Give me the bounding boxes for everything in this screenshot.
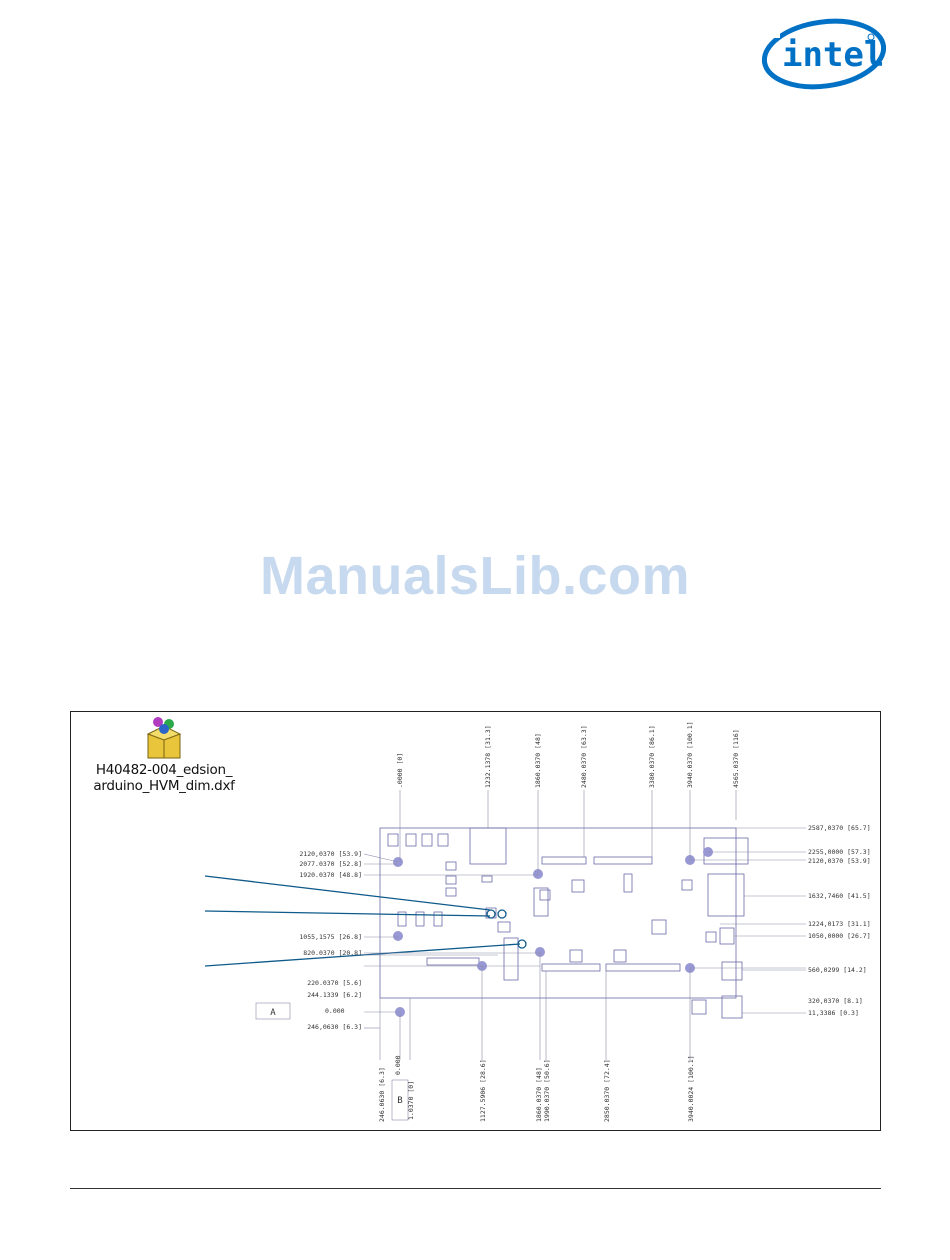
dimension-label-left-0: 2120,0370 [53.9] (299, 850, 362, 858)
dimension-label-left-1: 2077.0370 [52.8] (299, 860, 362, 868)
dimension-label-bottom-5: 1990.0370 [50.6] (543, 1059, 551, 1122)
dimension-label-top-6: 4565.0370 [116] (732, 729, 740, 788)
dimension-label-right-2: 2120,0370 [53.9] (808, 857, 871, 865)
dimension-label-top-4: 3380.0370 [86.1] (648, 725, 656, 788)
callout-leader-1 (204, 875, 491, 911)
dimension-label-right-8: 11,3386 [0.3] (808, 1009, 859, 1017)
file-name-label[interactable]: H40482-004_edsion_ arduino_HVM_dim.dxf (78, 762, 250, 794)
dimension-label-left-8: 246,0630 [6.3] (307, 1023, 362, 1031)
callout-leader-3 (204, 943, 521, 967)
dimension-label-right-4: 1224,0173 [31.1] (808, 920, 871, 928)
dimension-label-right-1: 2255,0000 [57.3] (808, 848, 871, 856)
dimension-label-top-3: 2480.0370 [63.3] (580, 725, 588, 788)
dimension-label-bottom-1: 0.000 (394, 1055, 402, 1075)
dimension-label-top-2: 1860.0370 [48] (534, 733, 542, 788)
dimension-label-bottom-3: 1127.5906 [28.6] (479, 1059, 487, 1122)
watermark: ManualsLib.com (259, 546, 691, 606)
file-name-line1: H40482-004_edsion_ (95, 762, 233, 778)
dimension-label-bottom-2: 1.0370 [0] (407, 1081, 415, 1120)
drawing-frame (70, 711, 881, 1131)
intel-logo: intel (760, 18, 887, 90)
dimension-label-top-1: 1232.1378 [31.3] (484, 725, 492, 788)
logo-wordmark: intel (782, 35, 884, 75)
board-outline (379, 827, 737, 999)
dimension-label-right-5: 1050,0000 [26.7] (808, 932, 871, 940)
dimension-label-top-0: .0000 [0] (396, 753, 404, 788)
dimension-label-right-0: 2587,0370 [65.7] (808, 824, 871, 832)
dimension-label-right-6: 560,0299 [14.2] (808, 966, 867, 974)
dimension-label-left-7: 0.000 (325, 1007, 345, 1015)
datum-a: A (270, 1008, 276, 1018)
dimension-label-bottom-0: 246.0630 [6.3] (378, 1067, 386, 1122)
dimension-label-left-3: 1055,1575 [26.8] (299, 933, 362, 941)
dimension-label-left-4: 820.0370 [20.8] (303, 949, 362, 957)
dimension-label-right-7: 320,0370 [8.1] (808, 997, 863, 1005)
dimension-label-left-6: 244.1339 [6.2] (307, 991, 362, 999)
file-name-line2: arduino_HVM_dim.dxf (93, 778, 235, 794)
footer-rule (70, 1188, 881, 1189)
package-file-icon[interactable] (142, 716, 186, 760)
dimension-label-top-5: 3940.0370 [100.1] (686, 721, 694, 788)
dimension-label-bottom-4: 1860.0370 [48] (535, 1067, 543, 1122)
dimension-label-bottom-6: 2850.0370 [72.4] (603, 1059, 611, 1122)
dimension-label-bottom-7: 3940.0024 [100.1] (687, 1055, 695, 1122)
dimension-label-left-5: 220.0370 [5.6] (307, 979, 362, 987)
datum-b: B (397, 1096, 402, 1106)
dimension-label-left-2: 1920.0370 [48.8] (299, 871, 362, 879)
callout-leader-2 (204, 910, 491, 917)
dimension-label-right-3: 1632,7460 [41.5] (808, 892, 871, 900)
